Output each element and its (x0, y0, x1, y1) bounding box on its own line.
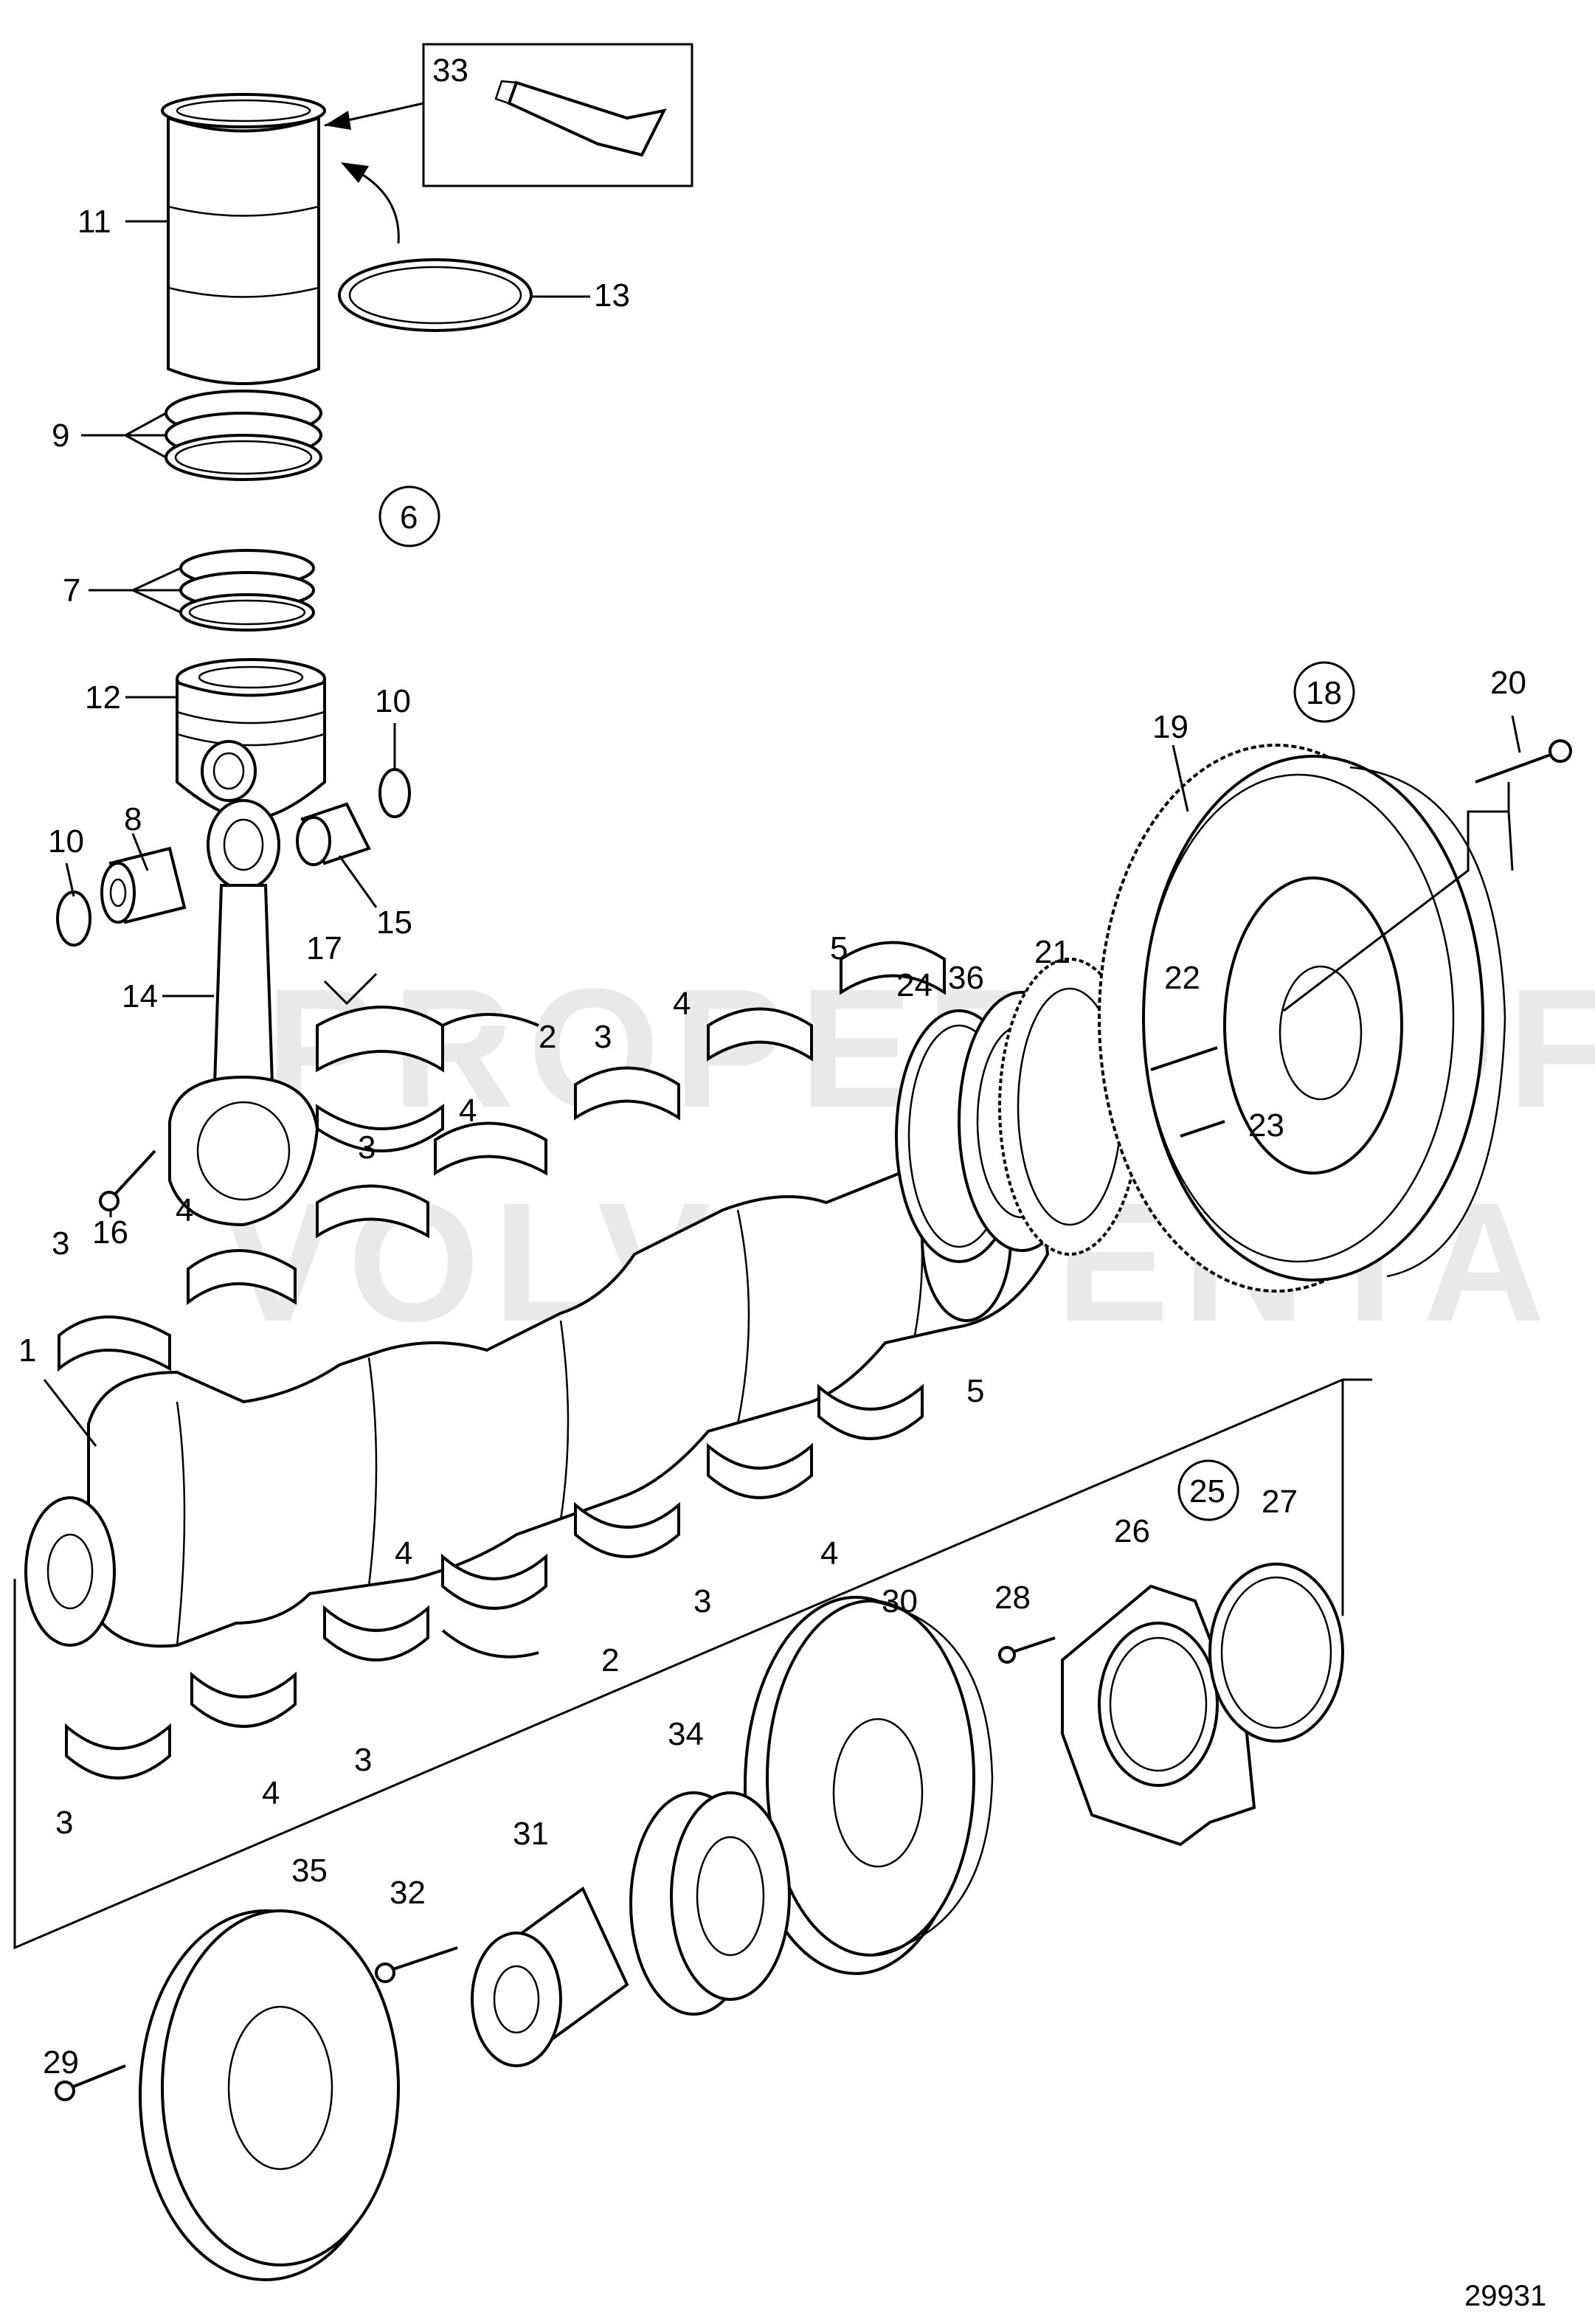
hub-bolt (375, 1946, 458, 1983)
callout-3-e: 3 (354, 1742, 372, 1778)
callout-32: 32 (390, 1875, 426, 1911)
flywheel (1098, 744, 1506, 1293)
callout-3-c: 3 (594, 1019, 612, 1055)
callout-13: 13 (594, 277, 630, 314)
piston (176, 658, 326, 821)
callout-28: 28 (994, 1580, 1031, 1616)
callout-4-f: 4 (262, 1775, 280, 1811)
callout-4-e: 4 (395, 1535, 412, 1571)
callout-30: 30 (882, 1583, 918, 1619)
vibration-damper (139, 1909, 400, 2281)
cover-bolt (998, 1636, 1056, 1664)
callout-6: 6 (400, 499, 418, 536)
callout-9: 9 (52, 418, 69, 454)
callout-25-circle (1177, 1459, 1239, 1521)
sealant-tube-inset (324, 43, 693, 187)
damper-bolt (55, 2064, 126, 2101)
connecting-rod (168, 799, 319, 1227)
leader-lines (43, 220, 1521, 1447)
callout-25: 25 (1189, 1473, 1225, 1509)
callout-10-left: 10 (48, 823, 84, 860)
callout-15: 15 (376, 905, 412, 941)
callout-2-upper: 2 (539, 1019, 556, 1055)
callout-6-circle (378, 485, 440, 547)
callout-2-lower: 2 (601, 1642, 619, 1678)
front-crank-seal (1208, 1563, 1344, 1743)
callout-7: 7 (63, 573, 80, 609)
belt-pulley (629, 1791, 791, 2016)
timing-cover (1061, 1584, 1256, 1847)
callout-4-a: 4 (176, 1192, 193, 1228)
piston-pin (100, 846, 187, 924)
callout-29: 29 (43, 2044, 79, 2081)
callout-1: 1 (18, 1332, 36, 1369)
callout-12: 12 (85, 679, 121, 716)
callout-36: 36 (948, 960, 984, 996)
callout-14: 14 (122, 978, 158, 1014)
circlip-left (56, 890, 91, 947)
dowel-pin (1150, 1046, 1218, 1071)
callout-labels: 1 2 2 3 3 3 3 3 3 4 4 4 4 4 4 5 5 6 7 8 … (18, 52, 1526, 2081)
small-end-bushing (296, 802, 371, 866)
callout-33: 33 (432, 52, 468, 89)
callout-18-circle (1293, 661, 1355, 723)
upper-bearing-shells (58, 941, 946, 1372)
callout-10-right: 10 (375, 683, 411, 719)
callout-19: 19 (1152, 709, 1189, 745)
gear-bolt (1180, 1120, 1225, 1138)
callout-20: 20 (1490, 665, 1526, 701)
callout-5-a: 5 (830, 930, 848, 966)
cylinder-liner (161, 93, 326, 385)
callout-4-d: 4 (820, 1535, 838, 1571)
callout-22: 22 (1164, 960, 1200, 996)
callout-17: 17 (306, 930, 342, 966)
callout-35: 35 (291, 1853, 328, 1889)
liner-seal-ring (338, 162, 533, 332)
callout-8: 8 (124, 801, 142, 837)
callout-21: 21 (1034, 934, 1070, 970)
crank-pulley (744, 1596, 994, 1975)
callout-11: 11 (77, 204, 111, 240)
callout-3-f: 3 (55, 1805, 73, 1841)
callout-31: 31 (513, 1816, 549, 1852)
callout-3-b: 3 (358, 1130, 376, 1166)
circlip-right (378, 768, 411, 818)
callout-23: 23 (1248, 1107, 1284, 1144)
figure-number: 29931 (1464, 2280, 1546, 2312)
lower-bearing-shells (65, 1383, 924, 1780)
connecting-rod-bolt (99, 1149, 156, 1211)
callout-24: 24 (896, 967, 933, 1003)
crank-hub (471, 1886, 629, 2067)
piston-rings (179, 549, 315, 632)
callout-18: 18 (1306, 675, 1342, 711)
big-end-bearing (316, 1006, 444, 1152)
callout-26: 26 (1114, 1513, 1150, 1549)
callout-5-b: 5 (966, 1373, 984, 1409)
callout-27: 27 (1262, 1484, 1298, 1520)
callout-4-c: 4 (673, 986, 691, 1022)
callout-3-d: 3 (693, 1583, 711, 1619)
flywheel-bolt (1283, 739, 1572, 1012)
liner-o-rings (165, 390, 322, 481)
callout-34: 34 (668, 1716, 704, 1752)
front-group-frame (13, 1378, 1372, 1950)
callout-4-b: 4 (459, 1093, 477, 1129)
callout-3-a: 3 (52, 1225, 69, 1262)
callout-16: 16 (92, 1214, 128, 1251)
